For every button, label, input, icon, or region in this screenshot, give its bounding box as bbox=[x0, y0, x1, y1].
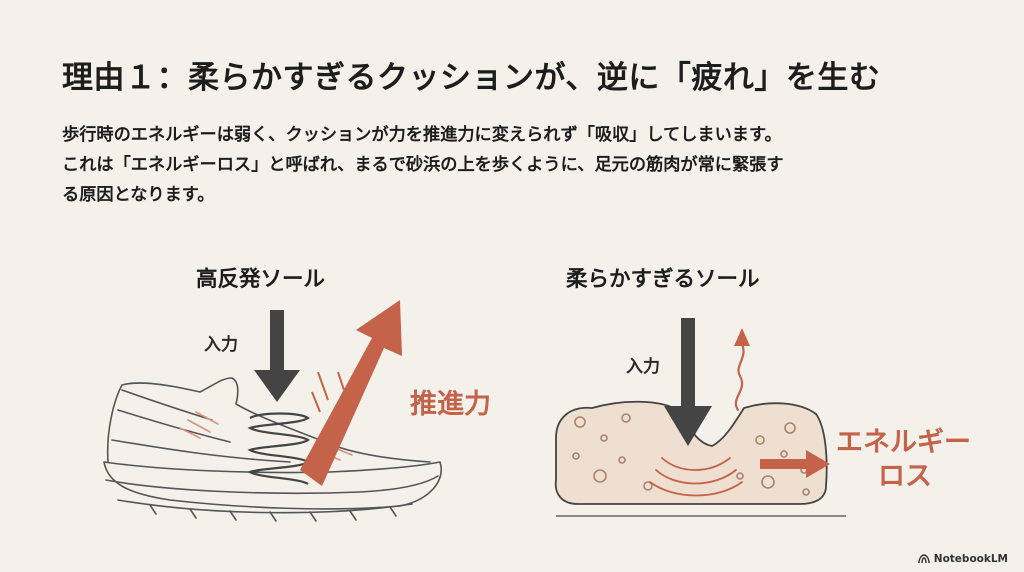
notebooklm-logo-icon bbox=[918, 554, 930, 564]
escaping-energy-icon bbox=[734, 328, 750, 412]
shoe-hatch bbox=[179, 411, 353, 461]
shoe-upper-detail-3 bbox=[111, 439, 291, 463]
input-arrow-icon-right bbox=[664, 318, 712, 446]
brand-watermark: NotebookLM bbox=[918, 553, 1008, 565]
body-line-3: る原因となります。 bbox=[62, 185, 215, 205]
body-line-2: これは「エネルギーロス」と呼ばれ、まるで砂浜の上を歩くように、足元の筋肉が常に緊… bbox=[62, 155, 784, 175]
absorption-waves bbox=[649, 457, 743, 497]
energy-loss-label-line2: ロス bbox=[878, 461, 932, 492]
motion-lines bbox=[311, 371, 345, 413]
outsole-line bbox=[117, 499, 413, 514]
energy-loss-arrow-icon bbox=[760, 450, 830, 478]
left-panel-heading: 高反発ソール bbox=[196, 267, 326, 292]
brand-name: NotebookLM bbox=[933, 553, 1008, 565]
body-text: 歩行時のエネルギーは弱く、クッションが力を推進力に変えられず「吸収」してしまいま… bbox=[62, 120, 982, 210]
shoe-upper-detail-2 bbox=[117, 409, 231, 443]
high-rebound-shoe bbox=[103, 377, 442, 522]
spring-icon bbox=[247, 412, 310, 485]
energy-loss-label-line1: エネルギー bbox=[836, 427, 971, 458]
propulsion-arrow-icon bbox=[300, 300, 402, 486]
right-input-label: 入力 bbox=[626, 357, 660, 377]
midsole-line bbox=[105, 475, 439, 495]
body-line-1: 歩行時のエネルギーは弱く、クッションが力を推進力に変えられず「吸収」してしまいま… bbox=[62, 125, 782, 145]
soft-sponge bbox=[554, 400, 846, 517]
left-input-label: 入力 bbox=[204, 335, 238, 355]
tread-marks bbox=[149, 504, 397, 522]
propulsion-label: 推進力 bbox=[410, 389, 491, 420]
slide-title: 理由１：柔らかすぎるクッションが、逆に「疲れ」を生む bbox=[62, 60, 881, 96]
shoe-upper-detail-1 bbox=[121, 389, 213, 421]
input-arrow-icon bbox=[254, 310, 300, 402]
right-panel-heading: 柔らかすぎるソール bbox=[566, 267, 760, 292]
